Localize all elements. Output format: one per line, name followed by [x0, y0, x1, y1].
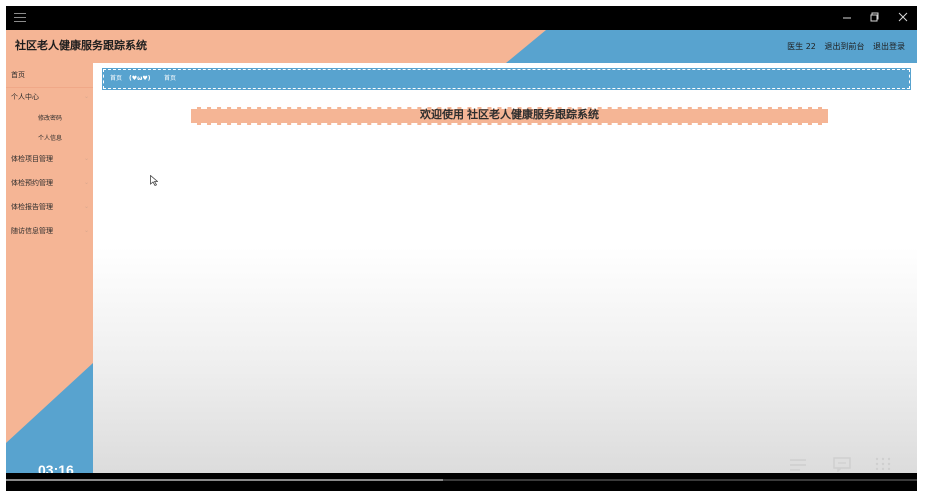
- video-progress-fill: [6, 479, 444, 481]
- logout-link[interactable]: 退出登录: [873, 42, 905, 51]
- divider: [6, 87, 93, 88]
- app-frame: 社区老人健康服务跟踪系统 医生 22 退出到前台 退出登录 首页 个人中心 ⌄ …: [6, 6, 917, 491]
- sidebar-item-label: 随访信息管理: [11, 227, 53, 235]
- breadcrumb-home[interactable]: 首页: [110, 75, 123, 82]
- comment-icon[interactable]: [832, 456, 852, 472]
- breadcrumb-emoticon: (♥ω♥): [129, 75, 151, 82]
- sidebar-item-label: 个人中心: [11, 93, 39, 101]
- sidebar-item-label: 体检报告管理: [11, 203, 53, 211]
- sidebar-subitem-label: 修改密码: [38, 115, 63, 122]
- caret-icon: ⌄: [83, 227, 89, 234]
- welcome-banner: [191, 107, 828, 125]
- header-decoration: [506, 30, 917, 63]
- breadcrumb: 首页 (♥ω♥) 首页: [102, 68, 911, 90]
- user-label: 医生 22: [787, 42, 816, 51]
- sidebar-item-label: 首页: [11, 71, 25, 79]
- close-icon[interactable]: [890, 8, 916, 28]
- sidebar-item-followup[interactable]: 随访信息管理 ⌄: [6, 219, 93, 243]
- sidebar-item-label: 体检项目管理: [11, 155, 53, 163]
- back-to-frontend-link[interactable]: 退出到前台: [824, 42, 865, 51]
- breadcrumb-current: 首页: [164, 75, 177, 82]
- sidebar-item-home[interactable]: 首页: [6, 63, 93, 87]
- welcome-text: 欢迎使用 社区老人健康服务跟踪系统: [419, 109, 600, 121]
- sidebar-item-label: 体检预约管理: [11, 179, 53, 187]
- sidebar-subitem-personal-info[interactable]: 个人信息: [6, 129, 93, 149]
- caret-icon: ⌄: [83, 93, 89, 100]
- sidebar-item-exam-reports[interactable]: 体检报告管理 ⌄: [6, 195, 93, 219]
- sidebar-decoration: [6, 363, 93, 473]
- menu-icon[interactable]: [14, 13, 26, 23]
- video-progress-bar[interactable]: [6, 479, 917, 481]
- sidebar-item-personal-center[interactable]: 个人中心 ⌄: [6, 85, 93, 109]
- list-icon[interactable]: [788, 456, 808, 472]
- minimize-icon[interactable]: [834, 8, 860, 28]
- cursor-icon: [150, 175, 158, 186]
- main-content: 首页 (♥ω♥) 首页 欢迎使用 社区老人健康服务跟踪系统: [93, 63, 917, 473]
- app-title: 社区老人健康服务跟踪系统: [15, 40, 147, 52]
- sidebar: 首页 个人中心 ⌄ 修改密码 个人信息 体检项目管理 ⌄ 体检预约管理 ⌄ 体检…: [6, 63, 93, 473]
- header-links: 医生 22 退出到前台 退出登录: [781, 30, 905, 63]
- caret-icon: ⌄: [83, 179, 89, 186]
- sidebar-item-exam-appointments[interactable]: 体检预约管理 ⌄: [6, 171, 93, 195]
- window-titlebar: [6, 6, 917, 30]
- caret-icon: ⌄: [83, 203, 89, 210]
- caret-icon: ⌄: [83, 155, 89, 162]
- video-bottom-bar: [6, 473, 917, 491]
- sidebar-subitem-label: 个人信息: [38, 135, 63, 142]
- sidebar-item-exam-items[interactable]: 体检项目管理 ⌄: [6, 147, 93, 171]
- app-header: 社区老人健康服务跟踪系统 医生 22 退出到前台 退出登录: [6, 30, 917, 63]
- sidebar-subitem-change-password[interactable]: 修改密码: [6, 109, 93, 129]
- grid-icon[interactable]: [873, 456, 893, 472]
- maximize-icon[interactable]: [862, 8, 888, 28]
